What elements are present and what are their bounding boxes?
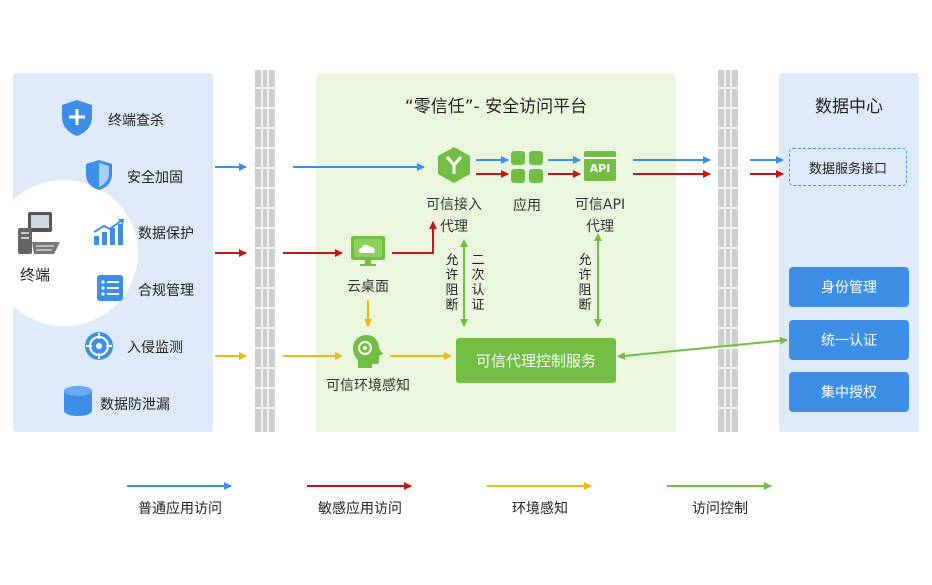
- legend-label-sensitive: 敏感应用访问: [318, 501, 402, 517]
- centralized-authorization-button[interactable]: 集中授权: [789, 372, 909, 412]
- env-sensing-label: 可信环境感知: [326, 378, 410, 394]
- unified-auth-button[interactable]: 统一认证: [789, 320, 909, 360]
- api-icon: API: [584, 151, 616, 181]
- cloud-desktop-icon: [351, 236, 385, 266]
- legend-label-control: 访问控制: [692, 501, 748, 517]
- api-proxy-label-1: 可信API: [574, 197, 626, 213]
- app-label: 应用: [513, 198, 541, 214]
- feature-label-4: 合规管理: [138, 283, 194, 299]
- allow-block-text-1: 允许阻断: [445, 253, 459, 313]
- shield-icon: [86, 160, 112, 190]
- legend-label-env: 环境感知: [512, 501, 568, 517]
- app-grid-icon: [511, 151, 543, 183]
- checklist-icon: [97, 275, 123, 301]
- feature-label-6: 数据防泄漏: [100, 397, 170, 413]
- data-service-interface: 数据服务接口: [789, 148, 907, 186]
- legend-label-normal: 普通应用访问: [138, 501, 222, 517]
- api-proxy-label-2: 代理: [586, 219, 614, 235]
- feature-label-5: 入侵监测: [127, 340, 183, 356]
- access-proxy-label-2: 代理: [440, 219, 468, 235]
- feature-label-2: 安全加固: [127, 170, 183, 186]
- allow-block-text-2: 允许阻断: [578, 253, 592, 313]
- database-icon: [64, 386, 92, 416]
- second-auth-text: 二次认证: [471, 253, 485, 313]
- head-brain-icon: [353, 335, 383, 368]
- target-icon: [85, 332, 113, 360]
- chart-growth-icon: [93, 219, 124, 245]
- feature-label-3: 数据保护: [138, 226, 194, 242]
- arrow-green-3: [617, 336, 788, 360]
- terminal-label: 终端: [20, 266, 51, 284]
- feature-label-1: 终端查杀: [108, 113, 164, 129]
- access-proxy-icon: [438, 147, 470, 183]
- cloud-desktop-label: 云桌面: [347, 279, 389, 295]
- trusted-proxy-control-service[interactable]: 可信代理控制服务: [456, 338, 616, 383]
- firewall-left: [255, 70, 275, 432]
- api-icon-text: API: [589, 162, 611, 175]
- platform-title: “零信任”- 安全访问平台: [404, 97, 588, 117]
- identity-management-button[interactable]: 身份管理: [789, 267, 909, 307]
- computer-icon: [18, 212, 60, 254]
- access-proxy-label-1: 可信接入: [426, 197, 482, 213]
- data-center-title: 数据中心: [815, 97, 883, 117]
- arrow-red-3: [392, 221, 437, 254]
- shield-plus-icon: [62, 100, 92, 136]
